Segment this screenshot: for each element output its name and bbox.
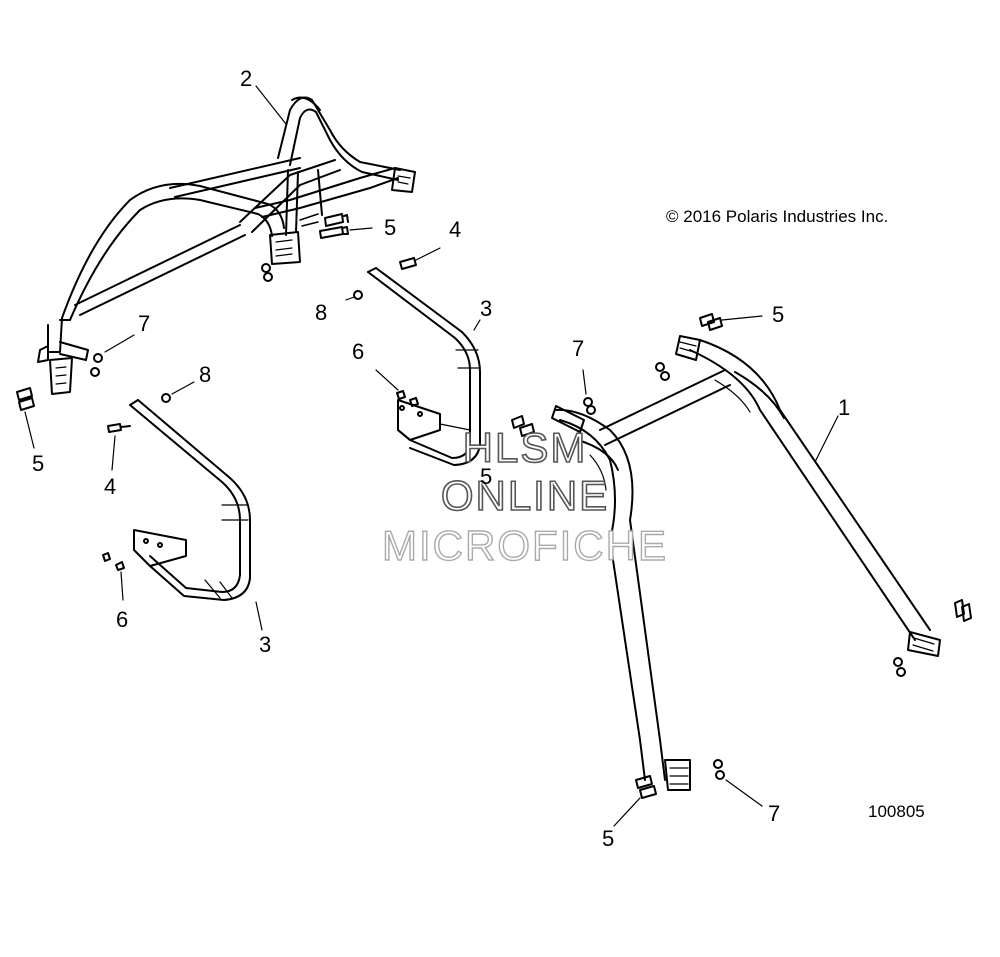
callout-6-left: 6 [116,607,129,632]
callout-4-middle: 4 [449,217,462,242]
hardware-part2 [16,226,373,449]
callout-8-middle: 8 [315,300,328,325]
front-cab-frame [551,335,941,791]
callout-1: 1 [838,395,851,420]
leader-lines [255,85,287,125]
diagram-number: 100805 [868,802,925,821]
callout-5-bottom: 5 [602,826,615,851]
callout-8-left: 8 [199,362,212,387]
callout-3-left: 3 [259,632,272,657]
callout-7-left: 7 [138,311,151,336]
watermark-line-1: HLSM [462,423,588,472]
hardware-part1 [582,313,972,827]
watermark-line-3: MICROFICHE [381,521,668,569]
callout-2: 2 [240,66,253,91]
side-bar-left [102,381,263,631]
side-bar-middle [345,247,535,466]
callout-5-left: 5 [32,451,45,476]
callout-7-middle: 7 [572,336,585,361]
callout-5-middle: 5 [480,464,493,489]
watermark-line-2: ONLINE [440,471,610,520]
callout-3-middle: 3 [480,296,493,321]
copyright-notice: © 2016 Polaris Industries Inc. [666,207,889,226]
callout-6-middle: 6 [352,339,365,364]
callout-4-left: 4 [104,474,117,499]
callout-5-right: 5 [772,302,785,327]
callout-7-bottom: 7 [768,801,781,826]
rear-cab-frame [37,96,416,395]
callout-5-top: 5 [384,215,397,240]
